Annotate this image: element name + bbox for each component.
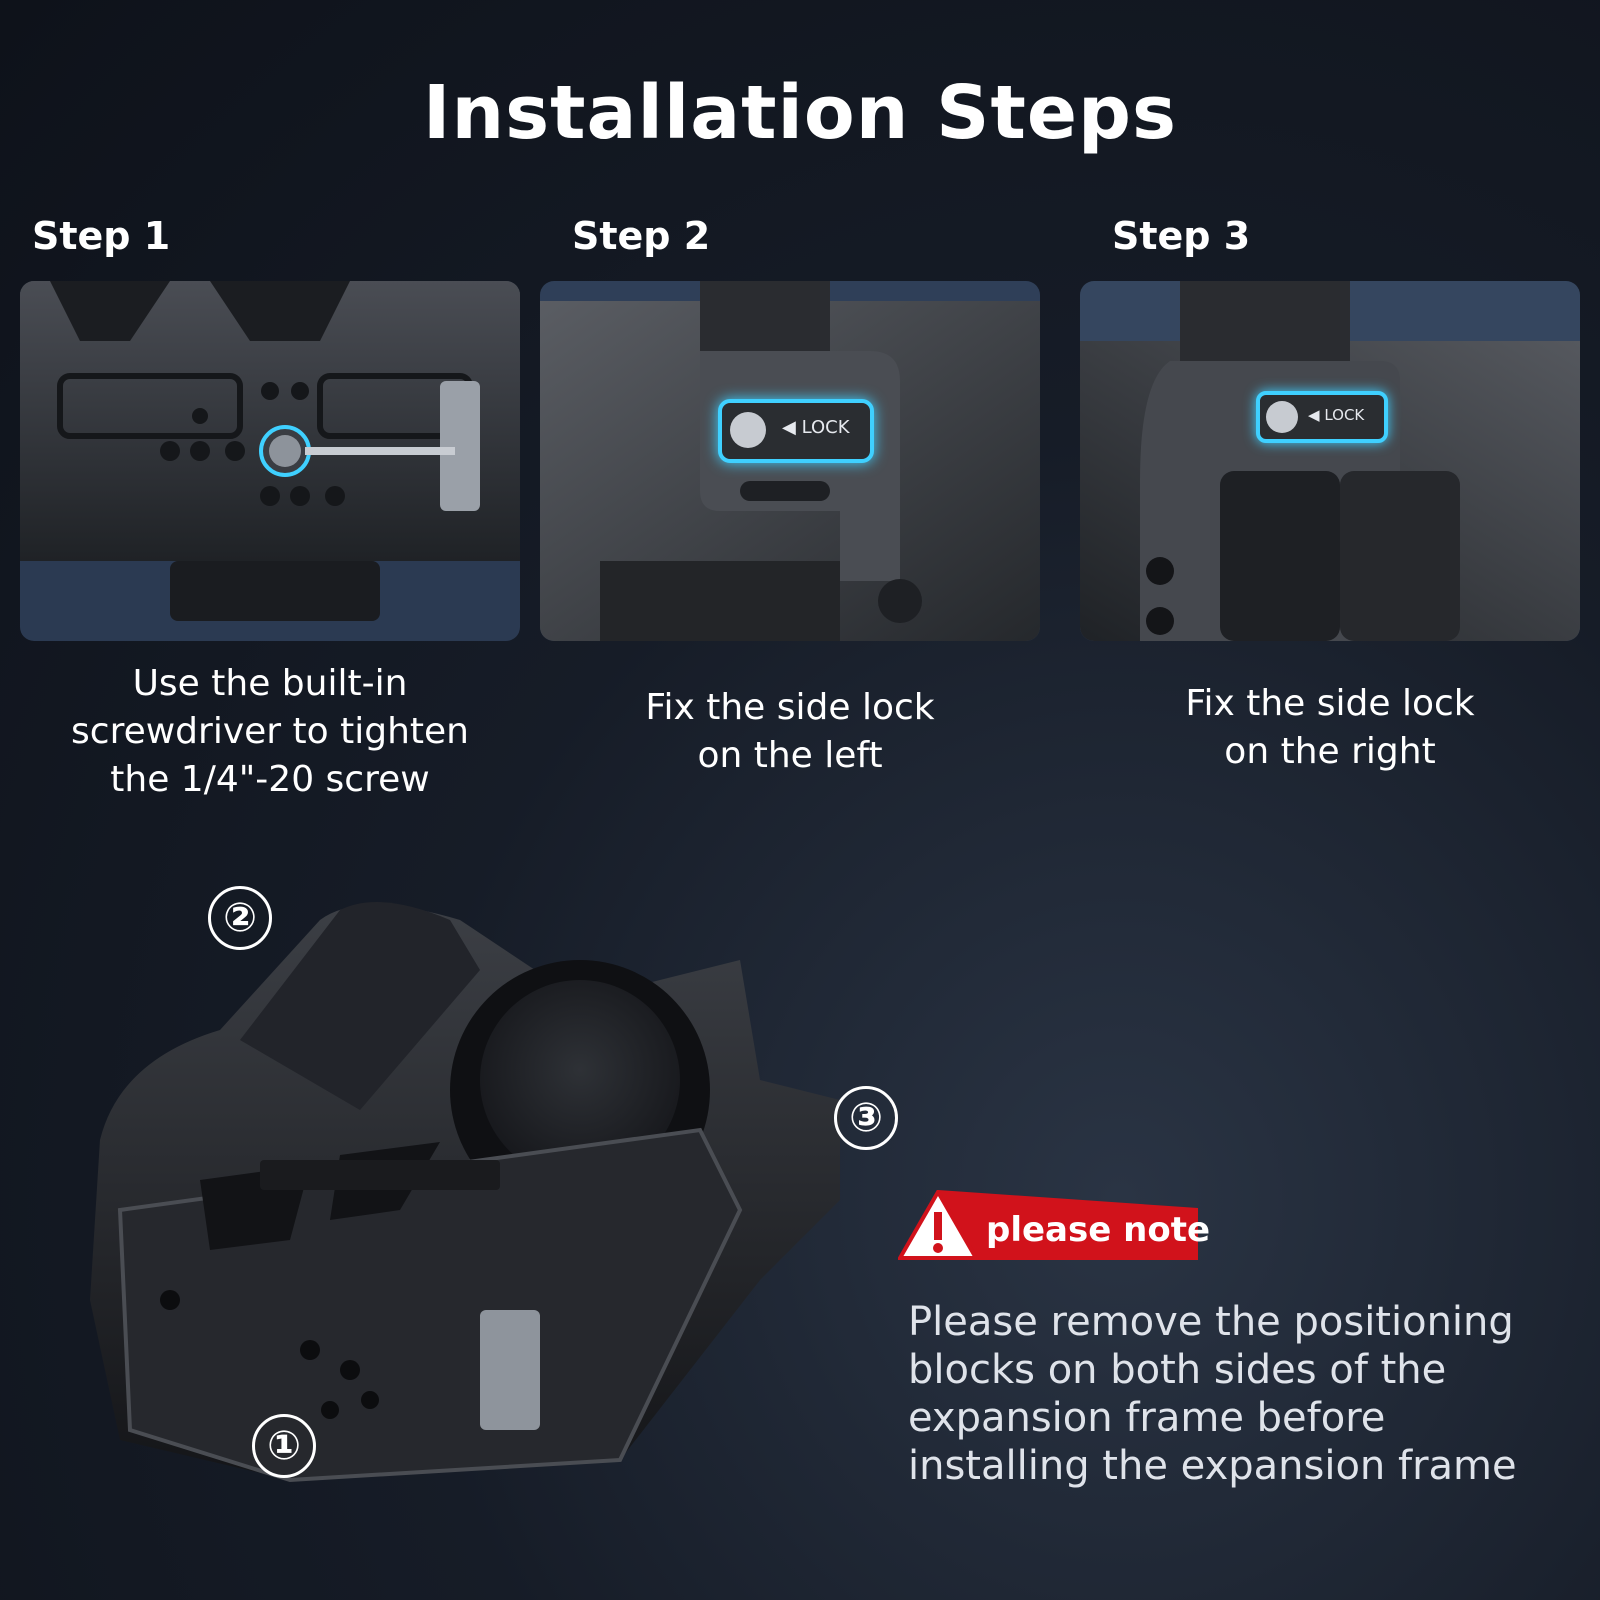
callout-2: ② bbox=[208, 886, 272, 950]
step-3-caption: Fix the side lock on the right bbox=[1080, 680, 1580, 776]
step-2-caption: Fix the side lock on the left bbox=[540, 684, 1040, 780]
lock-screw-icon bbox=[1266, 401, 1298, 433]
lock-highlight: ◀ LOCK bbox=[718, 399, 874, 463]
caption-line: Fix the side lock bbox=[1185, 683, 1475, 724]
step-2-image: ◀ LOCK bbox=[540, 281, 1040, 641]
caption-line: Use the built-in bbox=[132, 663, 408, 704]
callout-1: ① bbox=[252, 1414, 316, 1478]
step-1-image bbox=[20, 281, 520, 641]
caption-line: the 1/4"-20 screw bbox=[110, 759, 430, 800]
lock-label: ◀ LOCK bbox=[1308, 406, 1365, 424]
step-3-image: ◀ LOCK bbox=[1080, 281, 1580, 641]
step-3-label: Step 3 bbox=[1112, 214, 1251, 258]
callout-3: ③ bbox=[834, 1086, 898, 1150]
please-note-badge: please note bbox=[898, 1190, 1218, 1262]
please-note-label: please note bbox=[986, 1210, 1211, 1250]
step-1-label: Step 1 bbox=[32, 214, 171, 258]
camera-cage-image bbox=[60, 880, 920, 1540]
lock-label: ◀ LOCK bbox=[782, 417, 850, 438]
step-2-label: Step 2 bbox=[572, 214, 711, 258]
step-1-caption: Use the built-in screwdriver to tighten … bbox=[20, 660, 520, 804]
caption-line: Fix the side lock bbox=[645, 687, 935, 728]
lock-highlight: ◀ LOCK bbox=[1256, 391, 1388, 443]
note-text: Please remove the positioning blocks on … bbox=[908, 1299, 1517, 1489]
lock-screw-icon bbox=[730, 412, 766, 448]
page-title: Installation Steps bbox=[422, 70, 1178, 156]
caption-line: on the right bbox=[1224, 731, 1436, 772]
caption-line: screwdriver to tighten bbox=[71, 711, 469, 752]
warning-icon bbox=[898, 1190, 978, 1262]
caption-line: on the left bbox=[697, 735, 883, 776]
